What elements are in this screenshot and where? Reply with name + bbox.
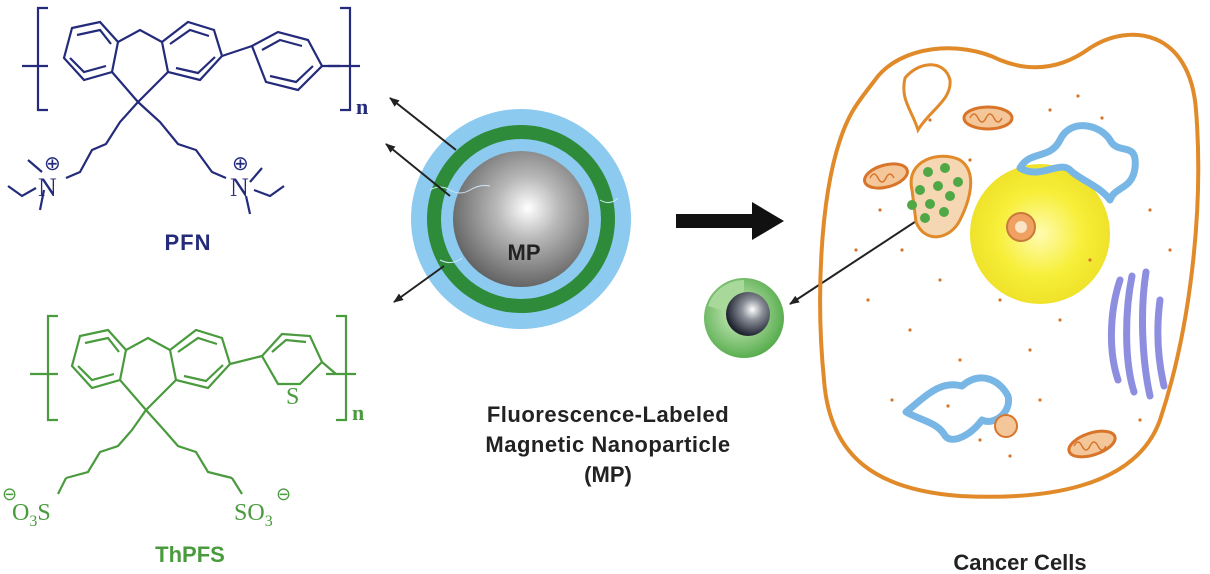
thpfs-group-left-suffix: S xyxy=(37,500,50,526)
thpfs-left-bracket xyxy=(46,314,58,422)
pfn-ring-left xyxy=(62,20,120,82)
thpfs-right-bracket xyxy=(336,314,348,422)
caption-line2: Magnetic Nanoparticle xyxy=(485,432,730,457)
pfn-left-bracket xyxy=(36,6,48,112)
nucleus xyxy=(970,164,1110,304)
arrow-cell-to-particle xyxy=(789,211,931,305)
pfn-repeat-n: n xyxy=(356,94,368,119)
arrow-particle-to-pfn-2 xyxy=(385,143,451,197)
cell-invagination xyxy=(902,63,952,134)
small-particle-core xyxy=(726,292,770,336)
pfn-charge-right-icon: ⊕ xyxy=(232,153,249,175)
thpfs-charge-right-icon: ⊖ xyxy=(276,484,291,504)
nanoparticle xyxy=(411,109,631,329)
endoplasmic-reticulum-bottom xyxy=(902,374,1013,443)
cancer-cell xyxy=(818,32,1201,499)
pfn-charge-left-icon: ⊕ xyxy=(44,153,61,175)
thpfs-group-left: O3S xyxy=(12,500,51,530)
thpfs-name: ThPFS xyxy=(155,542,225,567)
pfn-phenylene xyxy=(250,30,324,92)
thpfs-repeat-n: n xyxy=(352,400,364,425)
caption-line1: Fluorescence-Labeled xyxy=(487,402,729,427)
vesicle-small xyxy=(994,414,1018,438)
pfn-right-bracket xyxy=(340,6,352,112)
small-nanoparticle xyxy=(704,278,784,358)
thpfs-group-left-sub: 3 xyxy=(29,513,37,530)
thpfs-group-right: SO3 xyxy=(234,500,273,530)
thpfs-group-right-prefix: SO xyxy=(234,500,265,526)
process-arrow-icon xyxy=(676,202,784,240)
pfn-n-right: N xyxy=(230,173,249,202)
caption-line3: (MP) xyxy=(584,462,632,487)
arrow-particle-to-pfn-1 xyxy=(389,97,457,151)
thpfs-sulfur: S xyxy=(286,384,299,410)
pfn-n-left: N xyxy=(38,173,57,202)
thpfs-ring-left xyxy=(70,328,128,390)
thpfs-group-left-prefix: O xyxy=(12,500,29,526)
cell-label: Cancer Cells xyxy=(953,550,1086,574)
thpfs-group-right-sub: 3 xyxy=(265,513,273,530)
ribosomes xyxy=(854,94,1172,458)
golgi-apparatus xyxy=(1107,268,1168,400)
nanoparticle-core xyxy=(453,151,589,287)
thpfs-structure xyxy=(30,314,356,495)
pfn-name: PFN xyxy=(165,230,212,255)
thpfs-charge-left-icon: ⊖ xyxy=(2,484,17,504)
cell-membrane xyxy=(818,32,1201,499)
internalized-particles xyxy=(907,163,963,223)
pfn-structure xyxy=(7,6,360,215)
arrow-particle-to-thpfs xyxy=(393,265,445,303)
nanoparticle-core-label: MP xyxy=(508,240,541,265)
endoplasmic-reticulum-top xyxy=(1016,122,1139,204)
